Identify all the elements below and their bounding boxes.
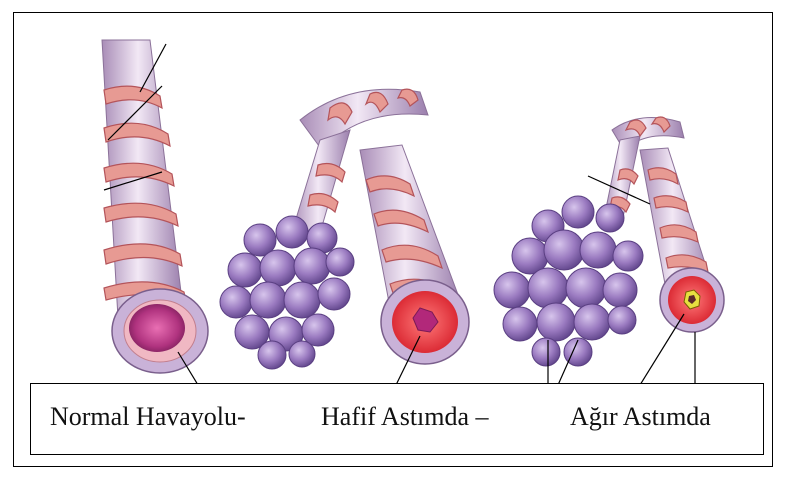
severe-asthma-airway: [494, 117, 724, 385]
caption-normal-airway: Normal Havayolu-: [50, 402, 246, 432]
mild-asthma-airway: [220, 89, 469, 385]
caption-mild-asthma: Hafif Astımda –: [321, 402, 489, 432]
normal-airway: [102, 40, 208, 385]
caption-severe-asthma: Ağır Astımda: [570, 402, 711, 432]
